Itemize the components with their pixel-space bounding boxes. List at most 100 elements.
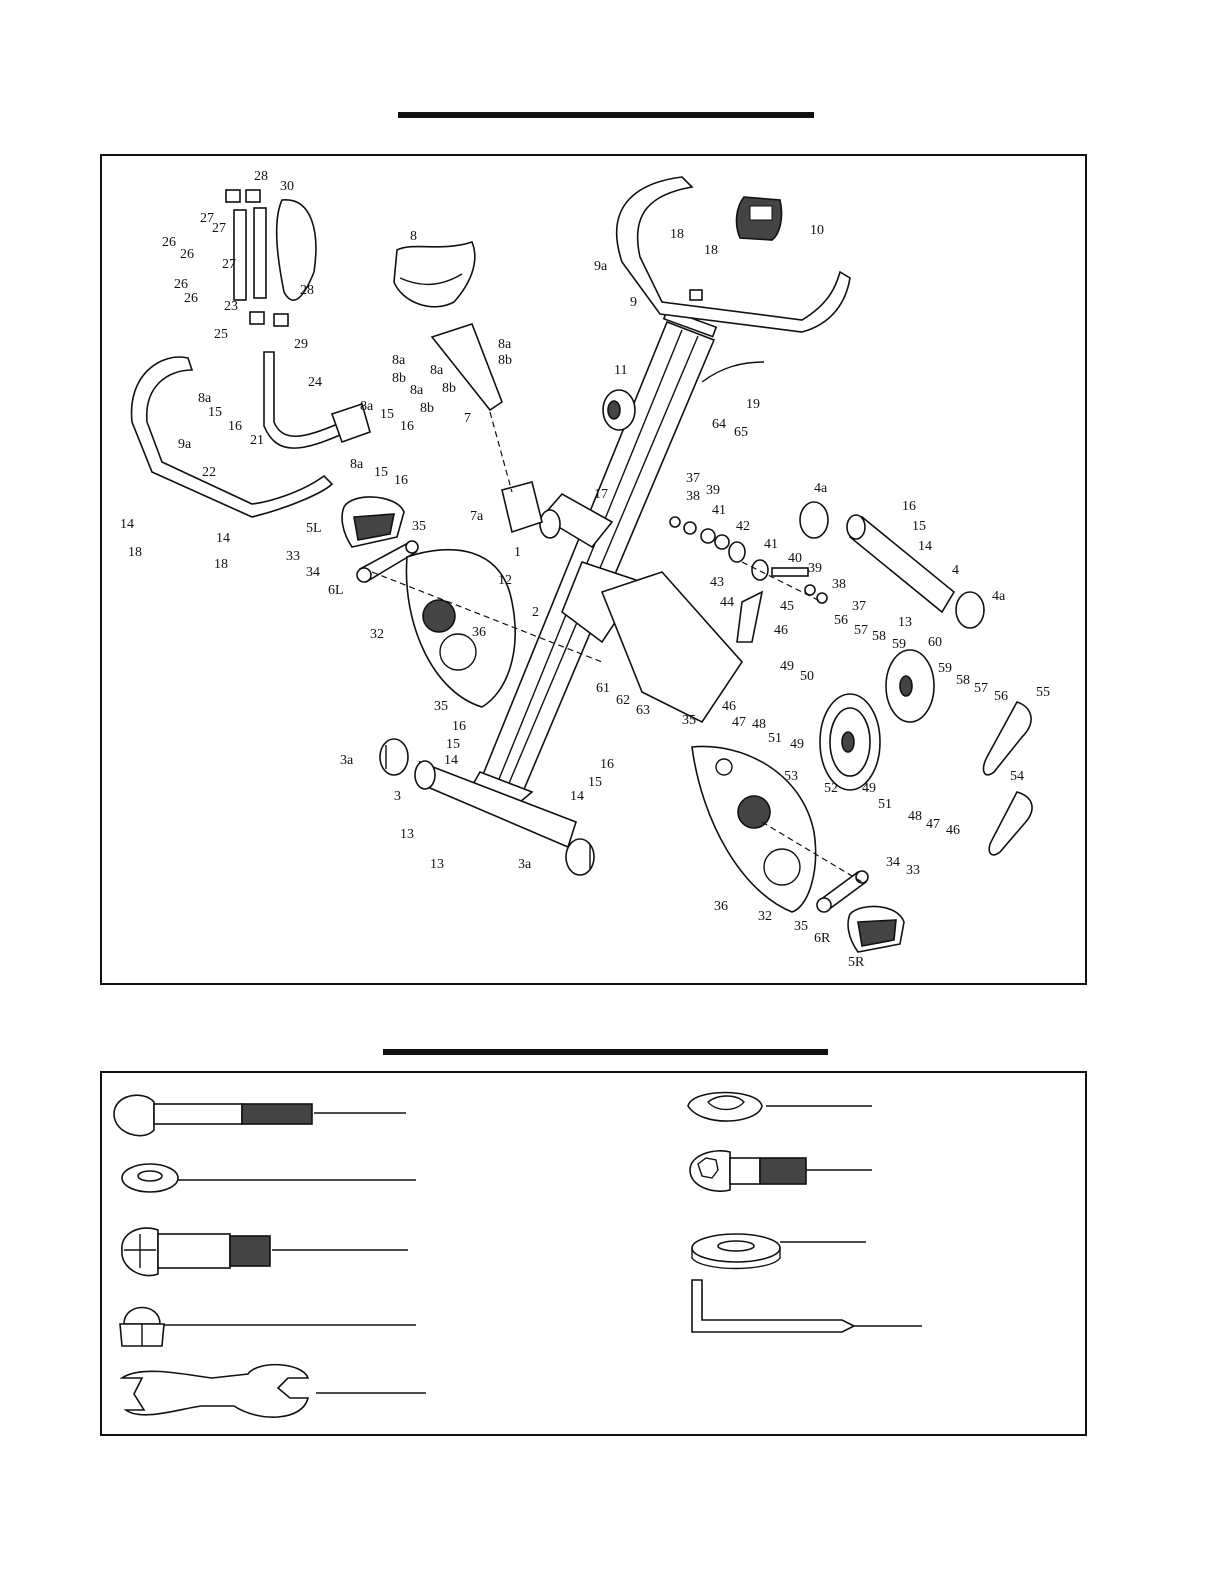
part-label: 28 bbox=[254, 169, 268, 184]
hardware-key bbox=[113, 1091, 922, 1418]
allen-key-icon bbox=[691, 1279, 922, 1333]
part-label: 27 bbox=[222, 257, 236, 272]
exploded-diagram: 28 30 27 26 27 26 27 26 26 23 28 8 25 29… bbox=[120, 169, 1050, 970]
part-label: 48 bbox=[752, 717, 766, 732]
part-label: 8a bbox=[360, 399, 374, 414]
part-label: 54 bbox=[1010, 769, 1024, 784]
part-label: 5L bbox=[306, 521, 322, 536]
part-label: 14 bbox=[570, 789, 584, 804]
part-label: 8a bbox=[498, 337, 512, 352]
part-label: 58 bbox=[956, 673, 970, 688]
rear-stabilizer bbox=[379, 738, 595, 876]
cross-head-bolt-icon bbox=[121, 1227, 408, 1277]
part-label: 5R bbox=[848, 955, 865, 970]
flat-washer-icon bbox=[691, 1233, 866, 1270]
part-label: 35 bbox=[794, 919, 808, 934]
hardware-title-bar bbox=[383, 1049, 828, 1055]
part-label: 8 bbox=[410, 229, 417, 244]
part-label: 38 bbox=[686, 489, 700, 504]
hardware-key-frame bbox=[100, 1071, 1087, 1436]
part-label: 18 bbox=[704, 243, 718, 258]
carriage-bolt-icon bbox=[113, 1094, 406, 1137]
curved-washer-icon bbox=[687, 1091, 872, 1122]
part-label: 37 bbox=[686, 471, 700, 486]
part-label: 27 bbox=[200, 211, 214, 226]
part-label: 14 bbox=[444, 753, 458, 768]
part-label: 51 bbox=[878, 797, 892, 812]
part-label: 40 bbox=[788, 551, 802, 566]
part-label: 15 bbox=[588, 775, 602, 790]
part-label: 13 bbox=[430, 857, 444, 872]
part-label: 58 bbox=[872, 629, 886, 644]
part-label: 17 bbox=[594, 487, 608, 502]
part-label: 59 bbox=[938, 661, 952, 676]
handlebar bbox=[616, 176, 851, 333]
part-label: 10 bbox=[810, 223, 824, 238]
tension-knob bbox=[602, 389, 636, 431]
part-label: 21 bbox=[250, 433, 264, 448]
part-label: 52 bbox=[824, 781, 838, 796]
seat bbox=[393, 241, 476, 308]
part-label: 8a bbox=[392, 353, 406, 368]
part-label: 46 bbox=[946, 823, 960, 838]
part-label: 16 bbox=[394, 473, 408, 488]
part-label: 29 bbox=[294, 337, 308, 352]
split-lock-washer-icon bbox=[121, 1163, 416, 1193]
part-label: 12 bbox=[498, 573, 512, 588]
part-label: 26 bbox=[174, 277, 188, 292]
hex-socket-bolt-icon bbox=[689, 1150, 872, 1192]
part-label: 41 bbox=[712, 503, 726, 518]
part-label: 33 bbox=[286, 549, 300, 564]
rear-handlebar bbox=[130, 356, 334, 518]
part-label: 26 bbox=[180, 247, 194, 262]
assembly-line bbox=[741, 561, 823, 603]
belt-pulley bbox=[819, 693, 881, 791]
part-label: 6L bbox=[328, 583, 344, 598]
part-label: 55 bbox=[1036, 685, 1050, 700]
right-chain-cover bbox=[691, 745, 817, 913]
drive-belt-54 bbox=[988, 791, 1033, 856]
left-crank bbox=[356, 540, 419, 584]
part-label: 19 bbox=[746, 397, 760, 412]
part-label: 16 bbox=[400, 419, 414, 434]
part-label: 61 bbox=[596, 681, 610, 696]
part-label: 13 bbox=[400, 827, 414, 842]
part-label: 8a bbox=[410, 383, 424, 398]
part-label: 37 bbox=[852, 599, 866, 614]
part-label: 1 bbox=[514, 545, 521, 560]
part-label: 15 bbox=[208, 405, 222, 420]
part-label: 16 bbox=[902, 499, 916, 514]
part-label: 47 bbox=[732, 715, 746, 730]
part-label: 13 bbox=[898, 615, 912, 630]
part-label: 56 bbox=[834, 613, 848, 628]
part-label: 26 bbox=[184, 291, 198, 306]
part-label: 15 bbox=[912, 519, 926, 534]
part-label: 35 bbox=[412, 519, 426, 534]
part-label: 39 bbox=[706, 483, 720, 498]
part-label: 36 bbox=[472, 625, 486, 640]
part-label: 2 bbox=[532, 605, 539, 620]
part-label: 34 bbox=[886, 855, 900, 870]
part-label: 26 bbox=[162, 235, 176, 250]
part-label: 42 bbox=[736, 519, 750, 534]
part-label: 24 bbox=[308, 375, 322, 390]
part-label: 8b bbox=[498, 353, 512, 368]
part-label: 33 bbox=[906, 863, 920, 878]
part-label: 59 bbox=[892, 637, 906, 652]
flywheel bbox=[885, 649, 935, 723]
assembly-line bbox=[489, 411, 513, 493]
backrest-assembly bbox=[225, 189, 317, 327]
crank-axle-parts bbox=[669, 516, 828, 604]
part-label: 63 bbox=[636, 703, 650, 718]
part-label: 41 bbox=[764, 537, 778, 552]
part-label: 32 bbox=[370, 627, 384, 642]
part-label: 49 bbox=[862, 781, 876, 796]
left-pedal bbox=[341, 496, 405, 548]
part-label: 46 bbox=[722, 699, 736, 714]
part-label: 60 bbox=[928, 635, 942, 650]
drive-bracket bbox=[600, 571, 764, 724]
part-label: 4 bbox=[952, 563, 959, 578]
part-label: 14 bbox=[120, 517, 134, 532]
part-label: 51 bbox=[768, 731, 782, 746]
part-label: 34 bbox=[306, 565, 320, 580]
